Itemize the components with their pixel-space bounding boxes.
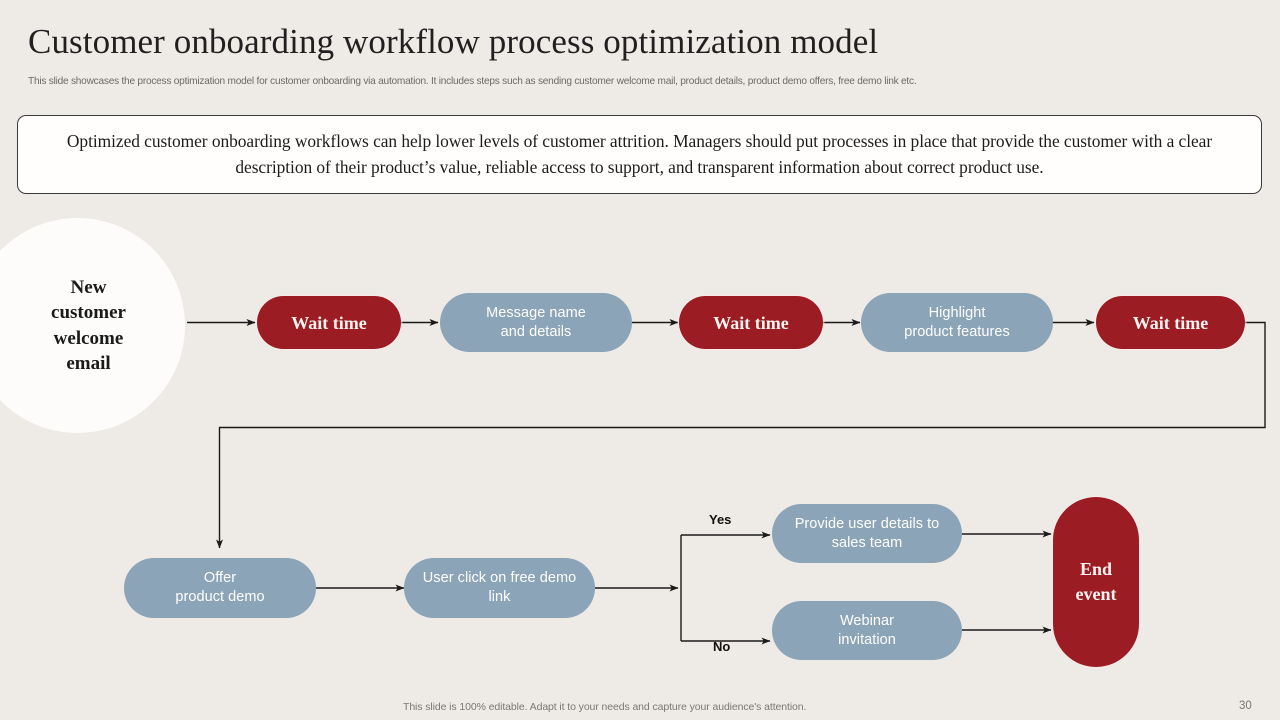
node-label: Highlight product features bbox=[904, 304, 1010, 340]
page-number: 30 bbox=[1239, 700, 1252, 712]
node-label: Message name and details bbox=[486, 304, 586, 340]
node-highlight-product-features[interactable]: Highlight product features bbox=[861, 293, 1053, 352]
node-label: User click on free demo link bbox=[422, 570, 577, 605]
node-label: End event bbox=[1075, 559, 1117, 604]
node-label: Provide user details to sales team bbox=[794, 515, 940, 551]
node-label: Offer product demo bbox=[175, 570, 265, 605]
node-provide-user-details-to-sales-team[interactable]: Provide user details to sales team bbox=[772, 504, 962, 563]
node-end-event[interactable]: End event bbox=[1053, 497, 1139, 667]
node-offer-product-demo[interactable]: Offer product demo bbox=[124, 558, 316, 618]
node-label: Wait time bbox=[291, 312, 367, 333]
page-title: Customer onboarding workflow process opt… bbox=[28, 22, 879, 61]
callout-text: Optimized customer onboarding workflows … bbox=[66, 130, 1213, 177]
node-start-circle[interactable]: New customer welcome email bbox=[0, 218, 185, 433]
footer-note: This slide is 100% editable. Adapt it to… bbox=[403, 701, 807, 713]
node-user-click-on-free-demo-link[interactable]: User click on free demo link bbox=[404, 558, 595, 618]
node-wait-time-1[interactable]: Wait time bbox=[257, 296, 401, 349]
node-webinar-invitation[interactable]: Webinar invitation bbox=[772, 601, 962, 660]
node-wait-time-3[interactable]: Wait time bbox=[1096, 296, 1245, 349]
node-start-label: New customer welcome email bbox=[51, 276, 126, 375]
node-message-name-and-details[interactable]: Message name and details bbox=[440, 293, 632, 352]
node-wait-time-2[interactable]: Wait time bbox=[679, 296, 823, 349]
branch-label-yes: Yes bbox=[709, 512, 732, 527]
page-subtitle: This slide showcases the process optimiz… bbox=[28, 75, 917, 87]
branch-label-no: No bbox=[713, 639, 731, 654]
node-label: Wait time bbox=[713, 312, 789, 333]
node-label: Webinar invitation bbox=[838, 612, 896, 648]
node-label: Wait time bbox=[1132, 312, 1209, 333]
callout-box: Optimized customer onboarding workflows … bbox=[17, 115, 1262, 194]
